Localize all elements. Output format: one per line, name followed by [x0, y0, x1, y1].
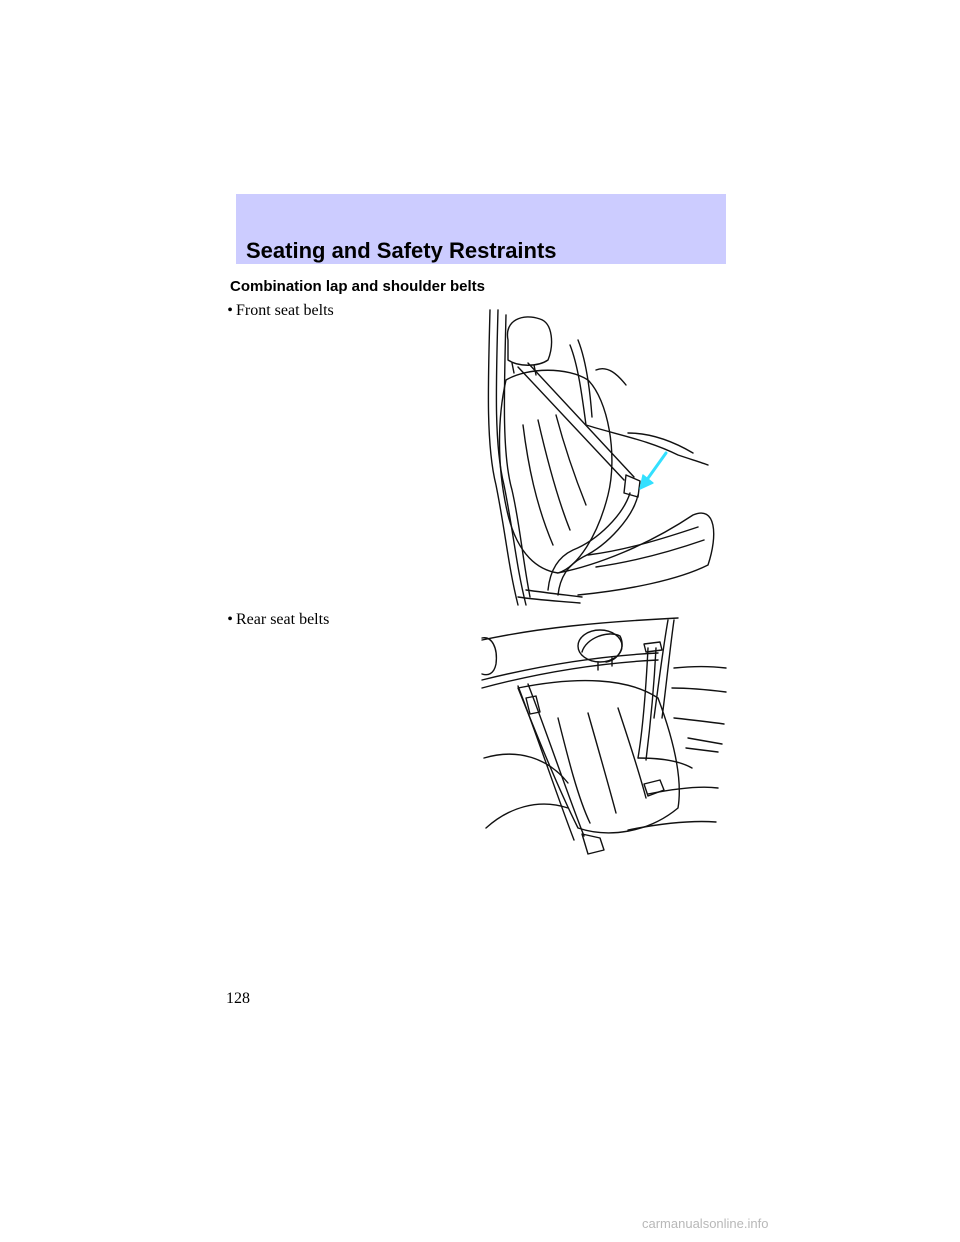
bullet-rear-seat-belts: •Rear seat belts: [224, 611, 329, 629]
bullet-symbol: •: [227, 302, 233, 319]
section-header-title: Seating and Safety Restraints: [246, 238, 557, 263]
bullet-text: Rear seat belts: [236, 611, 330, 628]
bullet-symbol: •: [227, 611, 233, 628]
page-number: 128: [226, 990, 250, 1007]
front-seat-belt-illustration: [478, 305, 728, 610]
subsection-title: Combination lap and shoulder belts: [230, 278, 486, 295]
bullet-front-seat-belts: •Front seat belts: [224, 302, 334, 320]
bullet-text: Front seat belts: [236, 302, 334, 319]
section-header-band: Seating and Safety Restraints: [236, 194, 726, 264]
rear-seat-belt-illustration: [478, 608, 728, 868]
watermark-link[interactable]: carmanualsonline.info: [642, 1216, 769, 1231]
